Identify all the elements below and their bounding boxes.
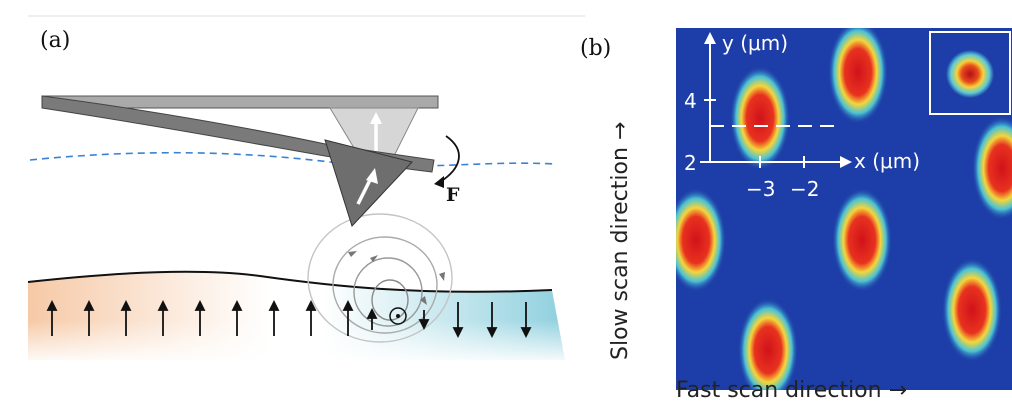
x-tick-minus3: −3	[746, 177, 775, 201]
spin-arrows	[46, 299, 532, 339]
spin-down-arrow-head	[418, 319, 430, 331]
x-tick-minus2: −2	[790, 177, 819, 201]
spin-up-arrow-head	[194, 299, 206, 311]
nv-scan-image: y (μm) x (μm) 4 2 −3 −2	[676, 28, 1012, 390]
fast-scan-caption: Fast scan direction →	[676, 378, 908, 403]
stray-field-lines	[307, 213, 453, 343]
y-tick-4: 4	[684, 89, 697, 113]
spin-down-arrow-head	[452, 327, 464, 339]
reference-dashed-line	[29, 151, 556, 167]
x-axis-label: x (μm)	[854, 149, 920, 173]
out-of-plane-symbol	[389, 307, 407, 325]
nv-spots	[676, 28, 1012, 390]
inset-spot	[946, 50, 994, 98]
y-axis-label: y (μm)	[722, 31, 788, 55]
spin-up-arrow-head	[120, 299, 132, 311]
panel-b-label: (b)	[580, 36, 612, 61]
spin-up-arrow-head	[305, 299, 317, 311]
spin-down-arrow-head	[520, 327, 532, 339]
sample-surface-line	[27, 270, 553, 293]
spin-down-arrow-head	[486, 327, 498, 339]
force-label: F	[446, 184, 460, 206]
spin-up-arrow-head	[342, 299, 354, 311]
moment-arrow-dark	[366, 168, 378, 184]
axes	[700, 40, 844, 168]
panel-a-label: (a)	[40, 28, 71, 53]
spin-up-arrow-head	[83, 299, 95, 311]
panel-a: (a)	[27, 15, 585, 365]
sample-bottom-fade	[28, 320, 568, 365]
spin-up-arrow-head	[46, 299, 58, 311]
spin-up-arrow-head	[366, 307, 378, 319]
spin-up-arrow-head	[231, 299, 243, 311]
force-arrow	[439, 135, 460, 183]
slow-scan-caption: Slow scan direction →	[608, 121, 633, 360]
moment-arrow-light	[370, 112, 382, 124]
panel-b: (b)	[580, 0, 1012, 412]
cantilever-diagram	[27, 15, 585, 365]
spin-up-arrow-head	[268, 299, 280, 311]
spin-up-arrow-head	[157, 299, 169, 311]
y-tick-2: 2	[684, 151, 697, 175]
field-arrow-heads	[348, 251, 445, 305]
